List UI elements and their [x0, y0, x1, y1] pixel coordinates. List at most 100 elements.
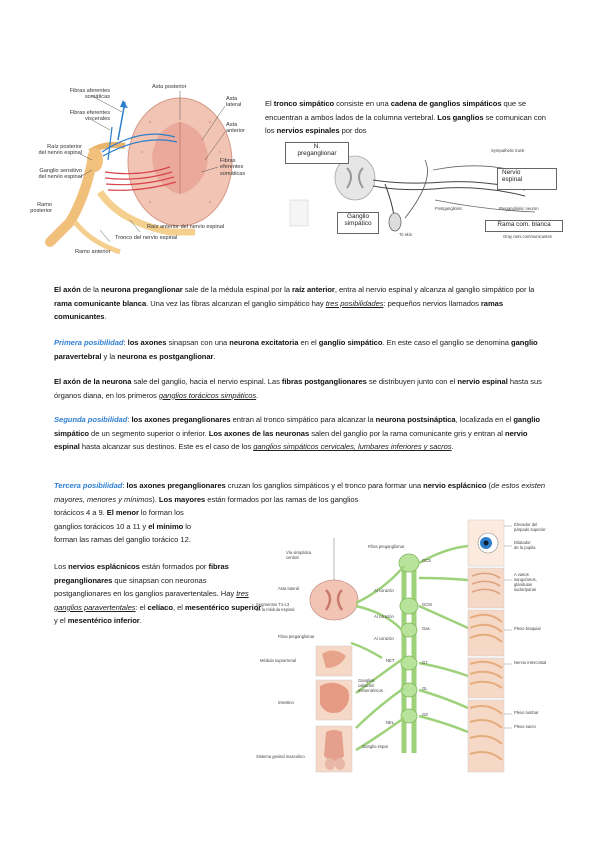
text: : — [127, 415, 132, 424]
text: se distribuyen junto con el — [366, 377, 458, 386]
term: Los axones de las neuronas — [208, 428, 310, 438]
label-asta-lateral: Asta lateral — [278, 586, 299, 591]
term: El axón — [54, 285, 81, 294]
paragraph-tercera-cont: torácicos 4 a 9. El menor lo forman los … — [54, 506, 254, 547]
term: fibras postganglionares — [281, 377, 367, 386]
label-efferent-somatic: Fibras eferentes somáticas — [220, 158, 246, 177]
text: y la — [101, 351, 118, 361]
paragraph-axon-preganglionar: El axón de la neurona preganglionar sale… — [54, 283, 544, 324]
label-anterior-ramus: Ramo anterior — [75, 249, 111, 255]
text: se comunican con los — [265, 112, 546, 136]
italic-note: de estos existen mayores, menores y míni… — [54, 481, 546, 504]
text: . — [256, 390, 259, 400]
text: consiste en una — [334, 99, 391, 108]
small-label: Postganglionic — [435, 206, 463, 211]
label-intestino: Intestino — [278, 700, 294, 705]
term: rama comunicante blanca — [54, 298, 147, 308]
text: . — [451, 442, 454, 452]
term: los axones preganglionares — [131, 415, 231, 424]
underlined-term: ganglios torácicos simpáticos — [158, 390, 257, 400]
term: ramas comunicantes — [54, 298, 504, 322]
box-rama-com-blanca: Rama com. blanca — [485, 220, 563, 232]
label-gcm: GCM — [422, 602, 432, 607]
label-al-corazon: Al corazón — [374, 636, 394, 641]
underlined-term: tres ganglios paravertentales — [54, 589, 249, 612]
term-cadena-ganglios: cadena de ganglios simpáticos — [390, 99, 502, 108]
heading-tercera-posibilidad: Tercera posibilidad — [54, 481, 123, 490]
label-fibra-preganglionar: Fibra preganglionar — [278, 634, 315, 639]
label-anterior-root: Raíz anterior del nervio espinal — [147, 224, 225, 230]
text: : pequeños nervios llamados — [383, 298, 481, 308]
text: , localizada en el — [455, 415, 514, 424]
text: : — [122, 481, 127, 490]
text: que sinapsan con neuronas postganglionar… — [54, 575, 237, 599]
sympathetic-chain-figure: Vía simpática central Asta lateral Segme… — [256, 518, 556, 776]
label-spinal-trunk: Tronco del nervio espinal — [115, 235, 178, 241]
term: neurona excitatoria — [229, 338, 299, 347]
box-n-preganglionar: N. preganglionar — [285, 142, 349, 164]
term: celíaco — [147, 602, 173, 612]
term: nervios esplácnicos — [68, 562, 140, 571]
small-label: Gray rami communicantes — [503, 234, 552, 239]
label-elevador-parpado: Elevador del párpado superior — [514, 522, 546, 532]
text: . — [213, 351, 216, 361]
text: entran al tronco simpático para alcanzar… — [230, 415, 376, 424]
text: ). — [152, 494, 159, 504]
label-ganglios-celiacos: Ganglios celiacos/ mesentéricos — [358, 678, 383, 693]
term: los axones preganglionares — [126, 481, 226, 490]
label-vasos-sanguineos: A vasos sanguíneos, glándulas sudorípara… — [514, 572, 537, 592]
text: y el — [54, 616, 68, 626]
intro-paragraph: El tronco simpático consiste en una cade… — [265, 97, 555, 138]
label-ganglio-impar: Ganglio impar — [362, 744, 389, 749]
text: hasta alcanzar sus destinos. Este es el … — [79, 442, 254, 452]
term-tronco-simpatico: tronco simpático — [273, 99, 335, 108]
sympathetic-chain-illustration — [309, 519, 512, 773]
term: Los mayores — [158, 494, 206, 504]
text: ( — [486, 481, 492, 490]
text: sale de la médula espinal por la — [182, 285, 292, 294]
term: nervio espinal — [457, 377, 508, 386]
label-efferent-visceral: Fibras eferentes viscerales — [69, 110, 110, 123]
heading-segunda-posibilidad: Segunda posibilidad — [54, 415, 128, 424]
label-nervio-intercostal: Nervio intercostal — [514, 660, 547, 665]
text: . En este caso el ganglio se denomina — [382, 338, 511, 347]
term: neurona es postganglionar — [117, 351, 214, 361]
text: de un segmento superior o inferior. — [89, 428, 209, 438]
term: neurona postsináptica — [375, 415, 456, 424]
text: que se encuentran a ambos lados de la co… — [265, 99, 527, 122]
label-sensory-ganglion: Ganglio sensitivo del nervio espinal — [38, 168, 82, 181]
text: sale del ganglio, hacia el nervio espina… — [131, 377, 282, 386]
text: forman las ramas del ganglio torácico 12… — [54, 535, 191, 545]
box-ganglio-simpatico: Ganglio simpático — [337, 212, 379, 234]
term: nervio espinal — [54, 428, 528, 452]
term: El menor — [106, 508, 139, 517]
label-al-corazon: Al corazón — [374, 588, 394, 593]
label-al-corazon: Al corazón — [374, 614, 394, 619]
text: , entra al nervio espinal y alcanza al g… — [334, 285, 535, 294]
label-posterior-ramus: Ramo posterior — [30, 202, 52, 215]
label-gs: GS — [422, 712, 429, 717]
term: raíz anterior — [292, 285, 335, 294]
term: neurona preganglionar — [101, 285, 183, 294]
term-los-ganglios: Los ganglios — [437, 112, 484, 122]
label-anterior-horn: Asta anterior — [226, 122, 245, 135]
heading-primera-posibilidad: Primera posibilidad — [54, 338, 124, 347]
term: mesentérico inferior — [67, 616, 140, 626]
term: nervio esplácnico — [423, 481, 487, 490]
label-afferent-somatic: Fibras aferentes somáticas — [69, 88, 110, 101]
term: ganglio simpático — [54, 415, 540, 438]
text: El — [265, 99, 274, 108]
term: el mínimo — [148, 521, 184, 531]
paragraph-segunda-posibilidad: Segunda posibilidad: los axones pregangl… — [54, 413, 546, 454]
text: . — [104, 312, 107, 322]
spinal-cord-figure: Fibras aferentes somáticas Fibras eferen… — [30, 82, 270, 262]
term: fibras preganglionares — [54, 562, 229, 585]
term: El axón de la neurona — [54, 377, 132, 386]
text: sinapsan con una — [166, 338, 230, 347]
box-nervio-espinal: Nervio espinal — [497, 168, 557, 190]
text: están formados por las ramas de los gang… — [205, 494, 359, 504]
label-g7: G7 — [422, 660, 428, 665]
paragraph-nervios-esplacnicos: Los nervios esplácnicos están formados p… — [54, 560, 264, 628]
text: torácicos 4 a 9. — [54, 508, 107, 517]
paragraph-tercera-posibilidad: Tercera posibilidad: los axones pregangl… — [54, 479, 546, 506]
